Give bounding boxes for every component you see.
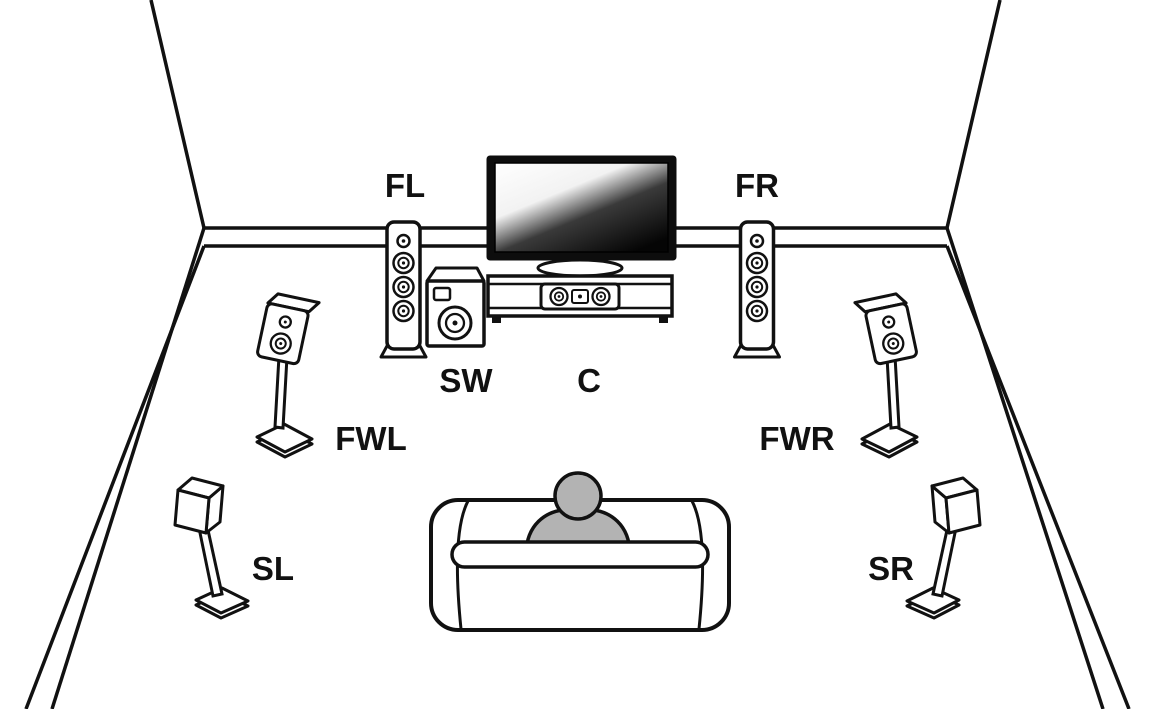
ceiling-corner-left [149, 0, 206, 229]
tv-rack [486, 274, 674, 323]
label-front-right: FR [735, 167, 779, 204]
front-right-tower-speaker [732, 220, 782, 359]
left-floor-line-top [50, 227, 206, 709]
label-front-left: FL [385, 167, 425, 204]
label-subwoofer: SW [439, 362, 493, 399]
right-floor-line-top [945, 227, 1105, 709]
rack-foot-left [492, 316, 501, 323]
tv-screen [494, 162, 669, 253]
front-wide-left-speaker [255, 290, 321, 459]
subwoofer [425, 266, 486, 348]
front-wide-right-speaker [853, 290, 919, 459]
tv [486, 155, 677, 278]
center-speaker [539, 282, 621, 311]
label-front-wide-left: FWL [335, 420, 406, 457]
label-surround-right: SR [868, 550, 914, 587]
left-floor-line-bottom [24, 245, 206, 709]
surround-left-speaker [173, 476, 250, 620]
sofa-cushion [450, 540, 710, 569]
ceiling-corner-right [945, 0, 1002, 229]
listener-head [553, 471, 603, 521]
rack-foot-right [659, 316, 668, 323]
front-left-tower-speaker [379, 220, 428, 359]
label-center: C [577, 362, 601, 399]
labels: FL FR SW C FWL FWR SL SR [252, 167, 914, 587]
label-surround-left: SL [252, 550, 294, 587]
surround-right-speaker [905, 476, 982, 620]
right-floor-line-bottom [945, 245, 1131, 709]
label-front-wide-right: FWR [759, 420, 834, 457]
